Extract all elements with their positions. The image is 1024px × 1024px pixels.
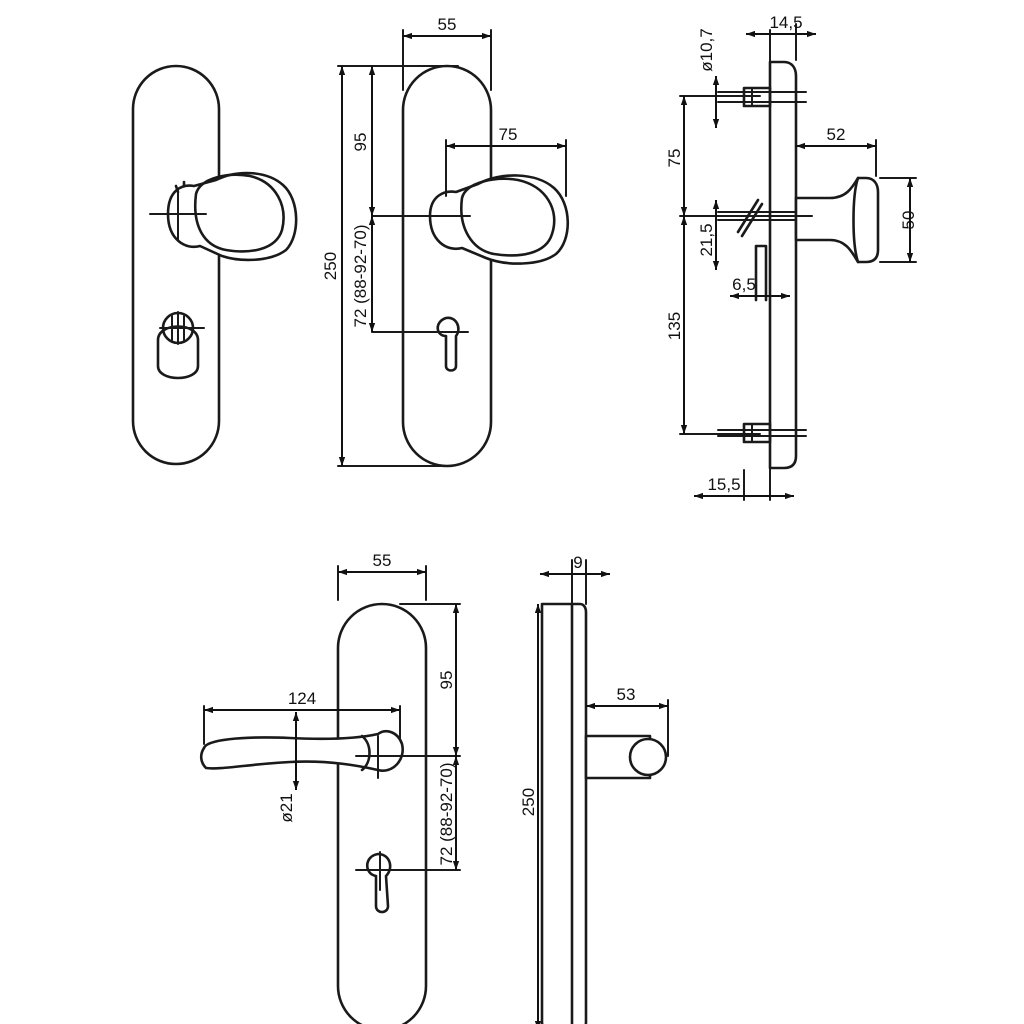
- dim-label-top-width: 55: [438, 15, 457, 34]
- dim-label-upper-spacing: 75: [665, 149, 684, 168]
- side-view-lever: 9 250 53: [519, 553, 669, 1024]
- knob-profile: [794, 176, 880, 264]
- dim-label-lever-front-width: 55: [373, 551, 392, 570]
- dim-label-side-thickness: 14,5: [769, 13, 802, 32]
- dim-label-rose-offset: 6,5: [732, 275, 756, 294]
- dim-label-lever-side-thickness: 9: [573, 553, 582, 572]
- backplate-outline: [131, 64, 221, 466]
- side-plate: [768, 60, 798, 470]
- keyhole: [371, 316, 469, 372]
- dim-label-bolt-diameter: ø10,7: [697, 28, 716, 71]
- backplate-outline: [401, 64, 493, 468]
- dim-label-top-height: 250: [321, 252, 340, 280]
- dim-label-knob-projection: 52: [827, 125, 846, 144]
- dim-label-spindle-offset: 21,5: [697, 223, 716, 256]
- front-view-knob-dimensioned: 55 250 95 72 (88-92-70) 75: [321, 15, 570, 468]
- dim-label-lever-spacing: 72 (88-92-70): [437, 762, 456, 865]
- dim-label-top-spacing: 72 (88-92-70): [351, 224, 370, 327]
- dim-label-lever-diameter: ø21: [277, 793, 296, 822]
- dim-label-lever-side-height: 250: [519, 788, 538, 816]
- front-view-knob-plain: [131, 64, 298, 466]
- dim-label-top-handle-offset: 95: [351, 133, 370, 152]
- knob: [371, 174, 570, 265]
- knob: [149, 171, 298, 262]
- lever-handle: [199, 730, 461, 779]
- dim-label-knob-diameter: 50: [899, 211, 918, 230]
- dim-label-knob-reach: 75: [499, 125, 518, 144]
- dim-label-lever-handle-offset: 95: [437, 671, 456, 690]
- lever-stub: [584, 734, 668, 780]
- dim-label-lever-length: 124: [288, 689, 316, 708]
- dim-label-lower-spacing: 135: [665, 312, 684, 340]
- backplate-outline: [336, 602, 428, 1024]
- keyhole: [355, 851, 461, 914]
- spindle: [717, 198, 807, 302]
- cylinder-hole: [156, 311, 205, 380]
- side-view-knob: 14,5 ø10,7 75 52 50 21,5 6,5 135 15,5: [665, 13, 918, 501]
- dim-label-lever-projection: 53: [617, 685, 636, 704]
- front-view-lever: 55 95 72 (88-92-70) 124 ø21: [199, 551, 461, 1024]
- dim-label-bottom-offset: 15,5: [707, 475, 740, 494]
- side-plate: [540, 602, 574, 1024]
